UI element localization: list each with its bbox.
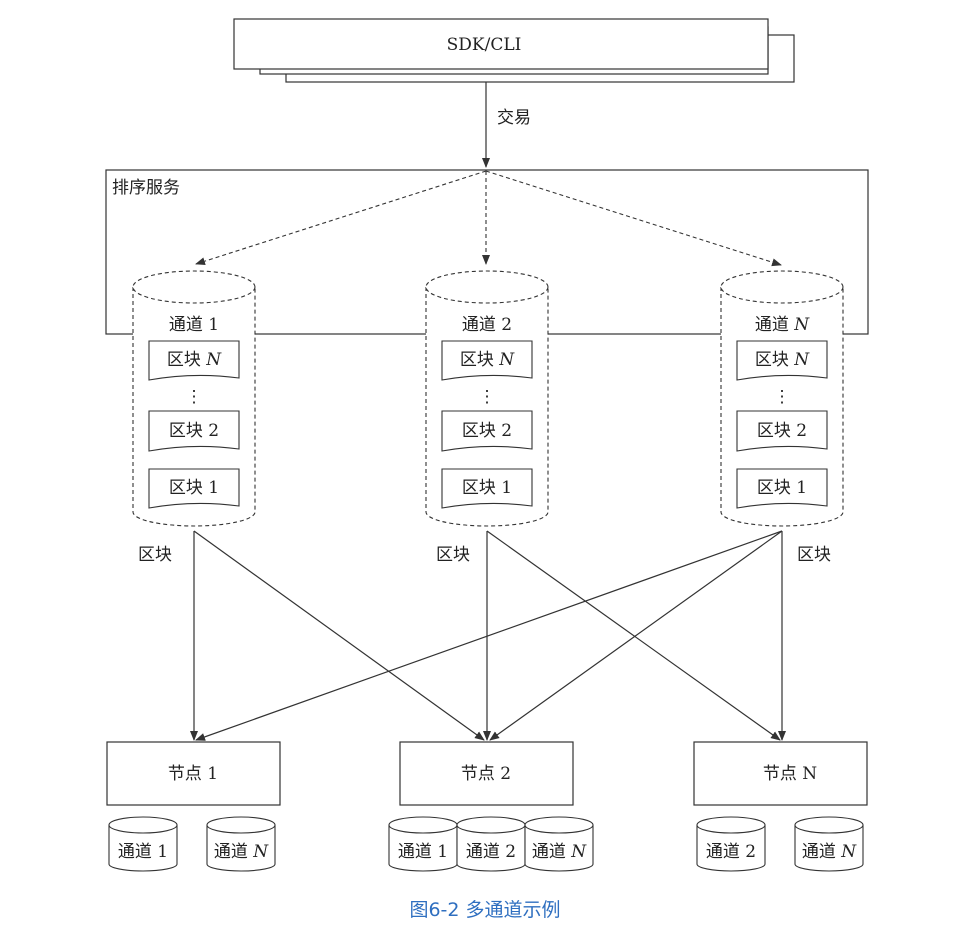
- node-n: 节点 N: [693, 741, 868, 806]
- svg-text:区块 1: 区块 1: [462, 478, 512, 498]
- arrow-chn-node2: [489, 530, 783, 741]
- channel-1-block-n: [148, 340, 240, 381]
- channel-2-block-1: [441, 468, 533, 509]
- channel-1-cylinder: 通道 1 区块 N ⋮ 区块 2 区块 1: [132, 270, 256, 527]
- svg-text:通道 N: 通道 N: [214, 842, 269, 862]
- arrow-ch1-node2: [193, 530, 485, 741]
- svg-text:通道 2: 通道 2: [706, 842, 756, 862]
- channel-n-block-2: [736, 410, 828, 452]
- transaction-label: 交易: [497, 108, 531, 128]
- channel-n-block-1: [736, 468, 828, 509]
- channel-1-block-1: [148, 468, 240, 509]
- dispatch-arrow-channel-n: [485, 170, 782, 267]
- node-1-label: 节点 1: [168, 764, 218, 784]
- svg-text:区块 2: 区块 2: [169, 421, 219, 441]
- node-2-ledger-channel-n: 通道 N: [524, 816, 594, 872]
- svg-text:区块 1: 区块 1: [757, 478, 807, 498]
- node-n-label: 节点 N: [763, 764, 817, 784]
- svg-text:区块 2: 区块 2: [462, 421, 512, 441]
- channel-n-block-n: [736, 340, 828, 381]
- svg-text:区块 N: 区块 N: [167, 350, 222, 370]
- channel-n-ellipsis: ⋮: [774, 387, 791, 407]
- arrow-ch2-noden: [486, 530, 781, 741]
- channel-n-cylinder: 通道 N 区块 N ⋮ 区块 2 区块 1: [720, 270, 844, 527]
- node-2-ledger-channel-1: 通道 1: [388, 816, 458, 872]
- ordering-dispatch-arrows: [195, 170, 782, 267]
- sdk-cli-label: SDK/CLI: [447, 35, 522, 55]
- channel-1-ellipsis: ⋮: [186, 387, 203, 407]
- channel-2-block-n: [441, 340, 533, 381]
- node-n-ledger-channel-n: 通道 N: [794, 816, 864, 872]
- node-1-ledger-channel-n: 通道 N: [206, 816, 276, 872]
- arrow-chn-node1: [195, 530, 783, 741]
- block-delivery-arrows: [190, 530, 786, 741]
- channel-1-block-2: [148, 410, 240, 452]
- svg-text:区块 1: 区块 1: [169, 478, 219, 498]
- svg-text:区块 N: 区块 N: [460, 350, 515, 370]
- node-2: 节点 2: [399, 741, 574, 806]
- svg-text:区块 N: 区块 N: [755, 350, 810, 370]
- node-1: 节点 1: [106, 741, 281, 806]
- node-1-ledger-channel-1: 通道 1: [108, 816, 178, 872]
- svg-text:通道 1: 通道 1: [398, 842, 448, 862]
- svg-text:区块 2: 区块 2: [757, 421, 807, 441]
- channel-n-title: 通道 N: [755, 315, 810, 335]
- svg-text:通道 1: 通道 1: [118, 842, 168, 862]
- dispatch-arrow-channel-1: [195, 170, 487, 266]
- svg-text:通道 N: 通道 N: [802, 842, 857, 862]
- node-2-label: 节点 2: [461, 764, 511, 784]
- channel-1-title: 通道 1: [169, 315, 219, 335]
- sdk-cli-stack: SDK/CLI: [233, 18, 795, 83]
- channel-2-ellipsis: ⋮: [479, 387, 496, 407]
- channel-2-block-2: [441, 410, 533, 452]
- svg-text:通道 N: 通道 N: [532, 842, 587, 862]
- ordering-service-label: 排序服务: [112, 178, 180, 198]
- multi-channel-diagram: SDK/CLI 交易 排序服务 通道 1 区块 N ⋮ 区块 2 区块 1 通道…: [105, 18, 869, 872]
- channel-2-cylinder: 通道 2 区块 N ⋮ 区块 2 区块 1: [425, 270, 549, 527]
- node-n-ledger-channel-2: 通道 2: [696, 816, 766, 872]
- channel-2-output-label: 区块: [436, 545, 470, 565]
- channel-2-title: 通道 2: [462, 315, 512, 335]
- channel-n-output-label: 区块: [797, 545, 831, 565]
- svg-text:通道 2: 通道 2: [466, 842, 516, 862]
- figure-caption: 图6-2 多通道示例: [409, 899, 561, 921]
- channel-1-output-label: 区块: [138, 545, 172, 565]
- node-2-ledger-channel-2: 通道 2: [456, 816, 526, 872]
